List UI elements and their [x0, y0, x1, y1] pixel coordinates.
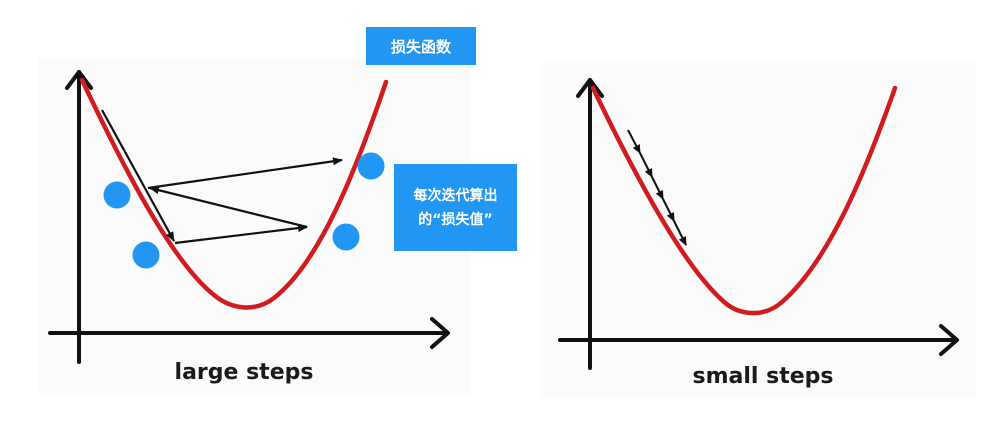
step-arrow-3	[149, 186, 308, 229]
x-axis-arrow-right	[939, 324, 959, 356]
step-arrow-4	[147, 157, 343, 190]
small-steps-chart	[558, 78, 959, 370]
small-steps-caption: small steps	[692, 364, 834, 389]
loss-point-4	[332, 223, 360, 251]
x-axis-arrow-left	[430, 317, 450, 349]
loss-value-label: 每次迭代算出 的“损失值”	[394, 164, 517, 251]
loss-curve-left	[79, 77, 389, 310]
small-step-arrow-4	[662, 198, 675, 222]
small-step-arrow-5	[673, 220, 687, 246]
loss-value-label-line1: 每次迭代算出	[413, 187, 498, 204]
step-arrow-1	[101, 109, 175, 242]
large-steps-chart	[48, 70, 450, 364]
loss-point-1	[103, 181, 131, 209]
loss-value-label-line2: 的“损失值”	[418, 211, 493, 228]
large-steps-caption: large steps	[174, 360, 314, 385]
small-step-arrow-2	[639, 152, 653, 178]
loss-point-2	[132, 241, 160, 269]
y-axis-arrow-right	[576, 78, 604, 98]
loss-curve-right	[590, 85, 898, 316]
small-step-arrow-3	[651, 176, 664, 200]
y-axis-arrow-left	[65, 70, 93, 90]
loss-function-label: 损失函数	[366, 27, 476, 65]
small-step-arrow-1	[627, 129, 641, 154]
loss-function-label-text: 损失函数	[390, 37, 451, 56]
step-arrow-2	[174, 224, 308, 245]
loss-point-3	[357, 152, 385, 180]
